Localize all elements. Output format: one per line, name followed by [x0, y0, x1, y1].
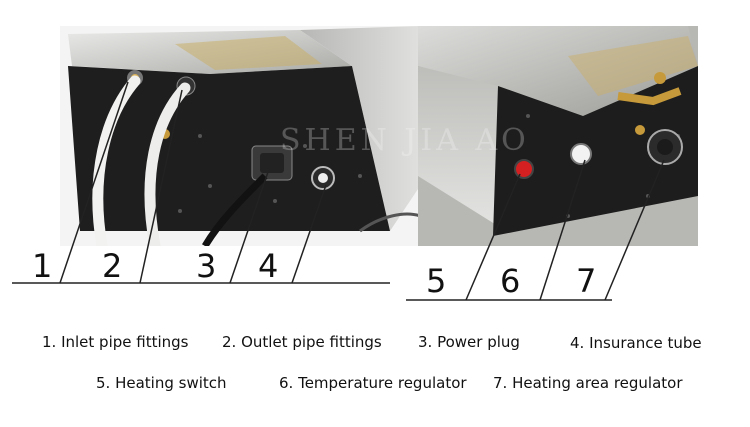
caption-power-plug: 3. Power plug: [418, 333, 520, 351]
leader-line-4: [291, 184, 327, 284]
caption-insurance-tube: 4. Insurance tube: [570, 334, 702, 352]
leader-line-1: [59, 81, 129, 284]
callout-number-2: 2: [102, 247, 122, 285]
back-panel-photo: [60, 26, 420, 246]
caption-inlet-pipe-fittings: 1. Inlet pipe fittings: [42, 333, 189, 351]
leader-line-7: [604, 159, 665, 301]
leader-line-2: [139, 89, 183, 284]
callout-number-4: 4: [258, 247, 278, 285]
leader-line-6: [539, 159, 586, 301]
callout-number-5: 5: [426, 262, 446, 300]
callout-number-7: 7: [576, 262, 596, 300]
caption-heating-switch: 5. Heating switch: [96, 374, 227, 392]
leader-line-3: [229, 171, 269, 284]
control-side-photo: [418, 26, 698, 246]
callout-number-3: 3: [196, 247, 216, 285]
caption-temperature-regulator: 6. Temperature regulator: [279, 374, 467, 392]
callout-number-6: 6: [500, 262, 520, 300]
callout-number-1: 1: [32, 247, 52, 285]
caption-outlet-pipe-fittings: 2. Outlet pipe fittings: [222, 333, 382, 351]
caption-heating-area-regulator: 7. Heating area regulator: [493, 374, 683, 392]
watermark: SHEN JIA AO: [280, 123, 530, 158]
leader-line-5: [465, 173, 521, 301]
